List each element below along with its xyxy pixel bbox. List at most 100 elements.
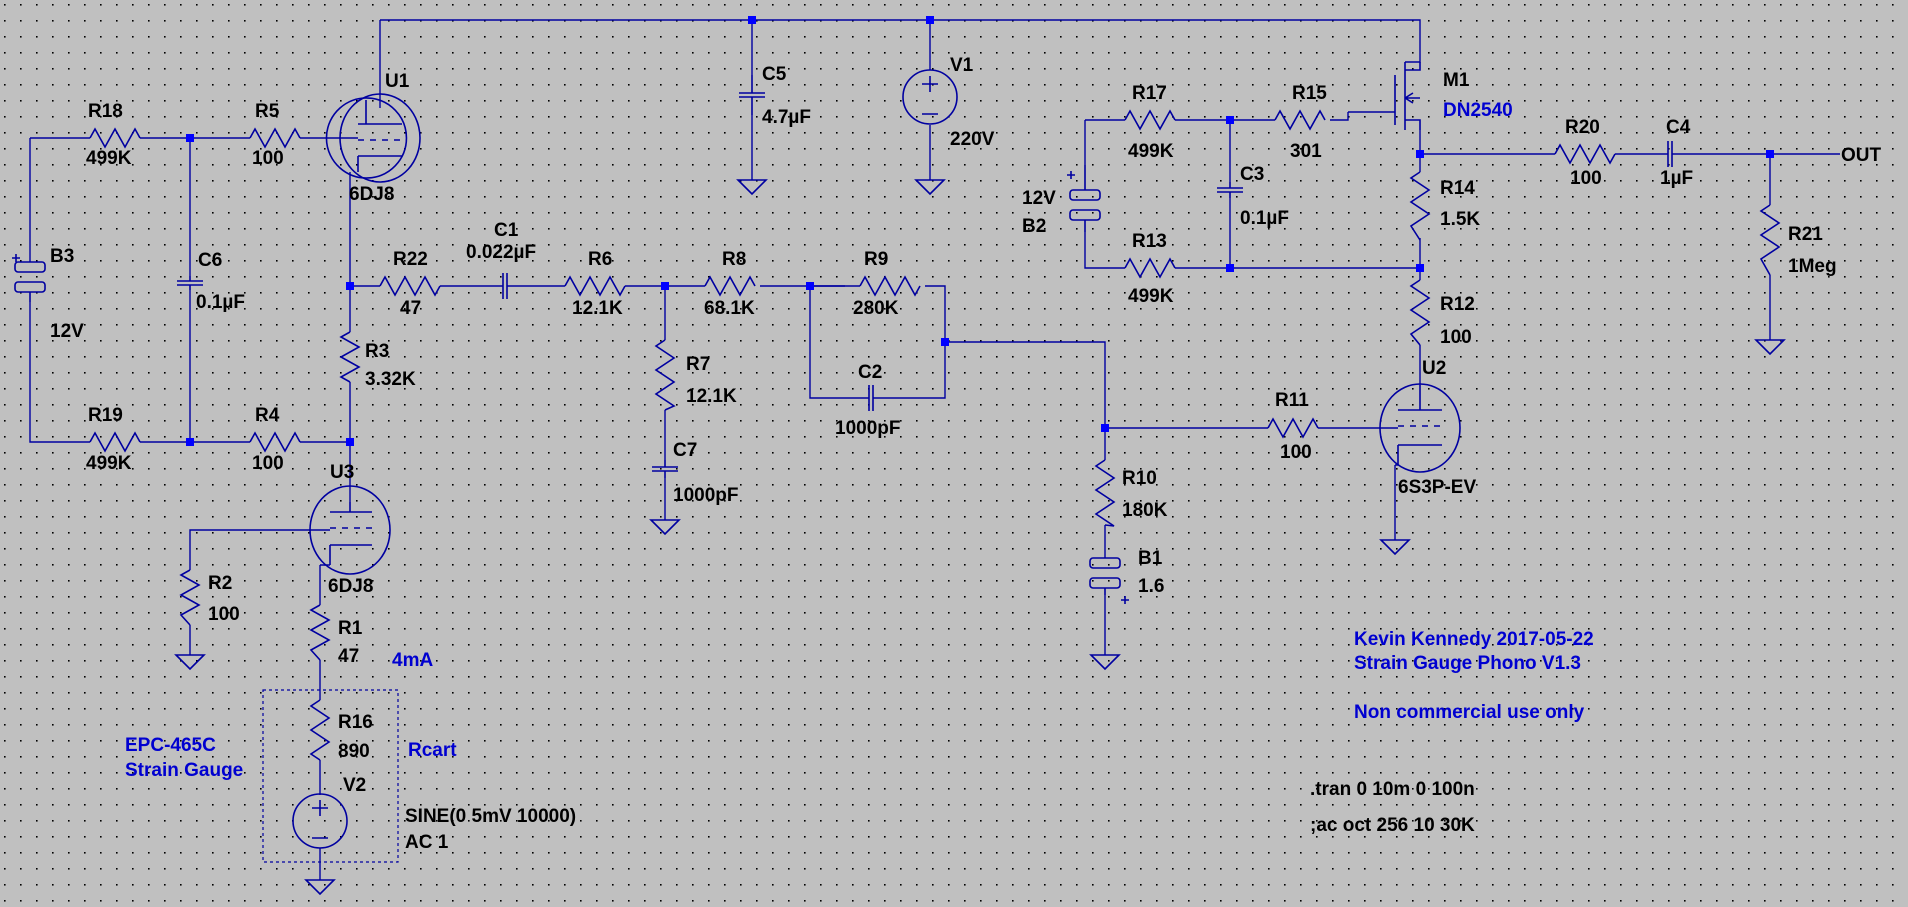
b2-value: 12V	[1022, 188, 1056, 209]
r18-symbol	[89, 127, 141, 149]
c6-value: 0.1µF	[196, 292, 245, 313]
r10-ref: R10	[1122, 468, 1157, 489]
c6-ref: C6	[198, 250, 222, 271]
c5-ref: C5	[762, 64, 787, 85]
r10-value: 180K	[1122, 500, 1168, 521]
r17-ref: R17	[1132, 83, 1167, 104]
current-note: 4mA	[392, 650, 433, 671]
r20-ref: R20	[1565, 117, 1600, 138]
r9-value: 280K	[853, 298, 899, 319]
r19-value: 499K	[86, 453, 132, 474]
rcart-note: Rcart	[408, 740, 457, 761]
tran-directive: .tran 0 10m 0 100n	[1310, 779, 1475, 800]
m1-ref: M1	[1443, 70, 1470, 91]
r1-value: 47	[338, 646, 359, 667]
b3-value: 12V	[50, 321, 84, 342]
m1-symbol	[1348, 62, 1421, 130]
r22-symbol	[379, 275, 441, 297]
v2-value2: AC 1	[405, 832, 449, 853]
r1-ref: R1	[338, 618, 363, 639]
r17-value: 499K	[1128, 141, 1174, 162]
r5-value: 100	[252, 148, 284, 169]
r14-value: 1.5K	[1440, 209, 1480, 230]
u3-value: 6DJ8	[328, 576, 373, 597]
license-note: Non commercial use only	[1354, 702, 1585, 723]
ground-r21	[1754, 339, 1786, 356]
v1-value: 220V	[950, 129, 995, 150]
ground-u2	[1379, 539, 1411, 556]
r15-ref: R15	[1292, 83, 1327, 104]
r13-symbol	[1124, 257, 1176, 279]
b1-ref: B1	[1138, 548, 1163, 569]
cartridge-note-line1: EPC-465C	[125, 735, 216, 756]
r15-symbol	[1274, 109, 1326, 131]
r2-symbol	[179, 569, 201, 626]
r18-ref: R18	[88, 101, 123, 122]
r22-ref: R22	[393, 249, 428, 270]
r16-ref: R16	[338, 712, 373, 733]
r3-symbol	[339, 331, 361, 383]
r11-ref: R11	[1275, 390, 1309, 411]
r13-value: 499K	[1128, 286, 1174, 307]
r21-symbol	[1759, 204, 1781, 276]
b1-value: 1.6	[1138, 576, 1164, 597]
r11-symbol	[1267, 417, 1319, 439]
u2-ref: U2	[1422, 358, 1446, 379]
r3-value: 3.32K	[365, 369, 416, 390]
m1-value: DN2540	[1443, 100, 1513, 121]
b3-symbol	[12, 254, 46, 302]
v2-symbol	[292, 793, 348, 849]
r16-value: 890	[338, 741, 370, 762]
r6-symbol	[564, 275, 626, 297]
resistors	[89, 109, 1781, 761]
c3-symbol	[1217, 182, 1243, 198]
r7-symbol	[654, 339, 676, 411]
c1-value: 0.022µF	[466, 242, 536, 263]
v1-symbol	[902, 69, 958, 125]
u1-value: 6DJ8	[349, 184, 394, 205]
r3-ref: R3	[365, 341, 389, 362]
c1-ref: C1	[494, 220, 519, 241]
r18-value: 499K	[86, 148, 132, 169]
b3-ref: B3	[50, 246, 74, 267]
voltage-sources	[292, 69, 958, 849]
r4-value: 100	[252, 453, 284, 474]
ground-b1	[1089, 654, 1121, 671]
r7-ref: R7	[686, 354, 710, 375]
junctions	[186, 16, 1774, 446]
b2-ref: B2	[1022, 216, 1046, 237]
u1-symbol	[325, 93, 421, 183]
r19-ref: R19	[88, 405, 123, 426]
r20-symbol	[1554, 143, 1616, 165]
c4-ref: C4	[1666, 117, 1691, 138]
r8-symbol	[704, 275, 756, 297]
r15-value: 301	[1290, 141, 1322, 162]
r19-symbol	[89, 431, 141, 453]
b1-symbol	[1089, 557, 1129, 604]
r17-symbol	[1124, 109, 1176, 131]
comments: 4mA EPC-465C Strain Gauge Rcart Kevin Ke…	[125, 629, 1594, 836]
c1-symbol	[495, 273, 515, 299]
title-note: Strain Gauge Phono V1.3	[1354, 653, 1581, 674]
r14-ref: R14	[1440, 178, 1475, 199]
c6-symbol	[177, 276, 203, 290]
r12-ref: R12	[1440, 294, 1475, 315]
u3-ref: U3	[330, 462, 354, 483]
r6-value: 12.1K	[572, 298, 623, 319]
c2-ref: C2	[858, 362, 882, 383]
r20-value: 100	[1570, 168, 1602, 189]
u2-symbol	[1379, 383, 1461, 473]
r10-symbol	[1094, 459, 1116, 527]
c4-value: 1µF	[1660, 168, 1693, 189]
u3-symbol	[309, 485, 391, 575]
c2-symbol	[865, 385, 877, 411]
cartridge-box	[262, 689, 399, 863]
c2-value: 1000pF	[835, 418, 900, 439]
batteries	[12, 165, 1129, 604]
ground-c5	[736, 179, 768, 196]
ground-v2	[304, 879, 336, 896]
r2-ref: R2	[208, 573, 232, 594]
ground-r2	[174, 654, 206, 671]
r2-value: 100	[208, 604, 240, 625]
